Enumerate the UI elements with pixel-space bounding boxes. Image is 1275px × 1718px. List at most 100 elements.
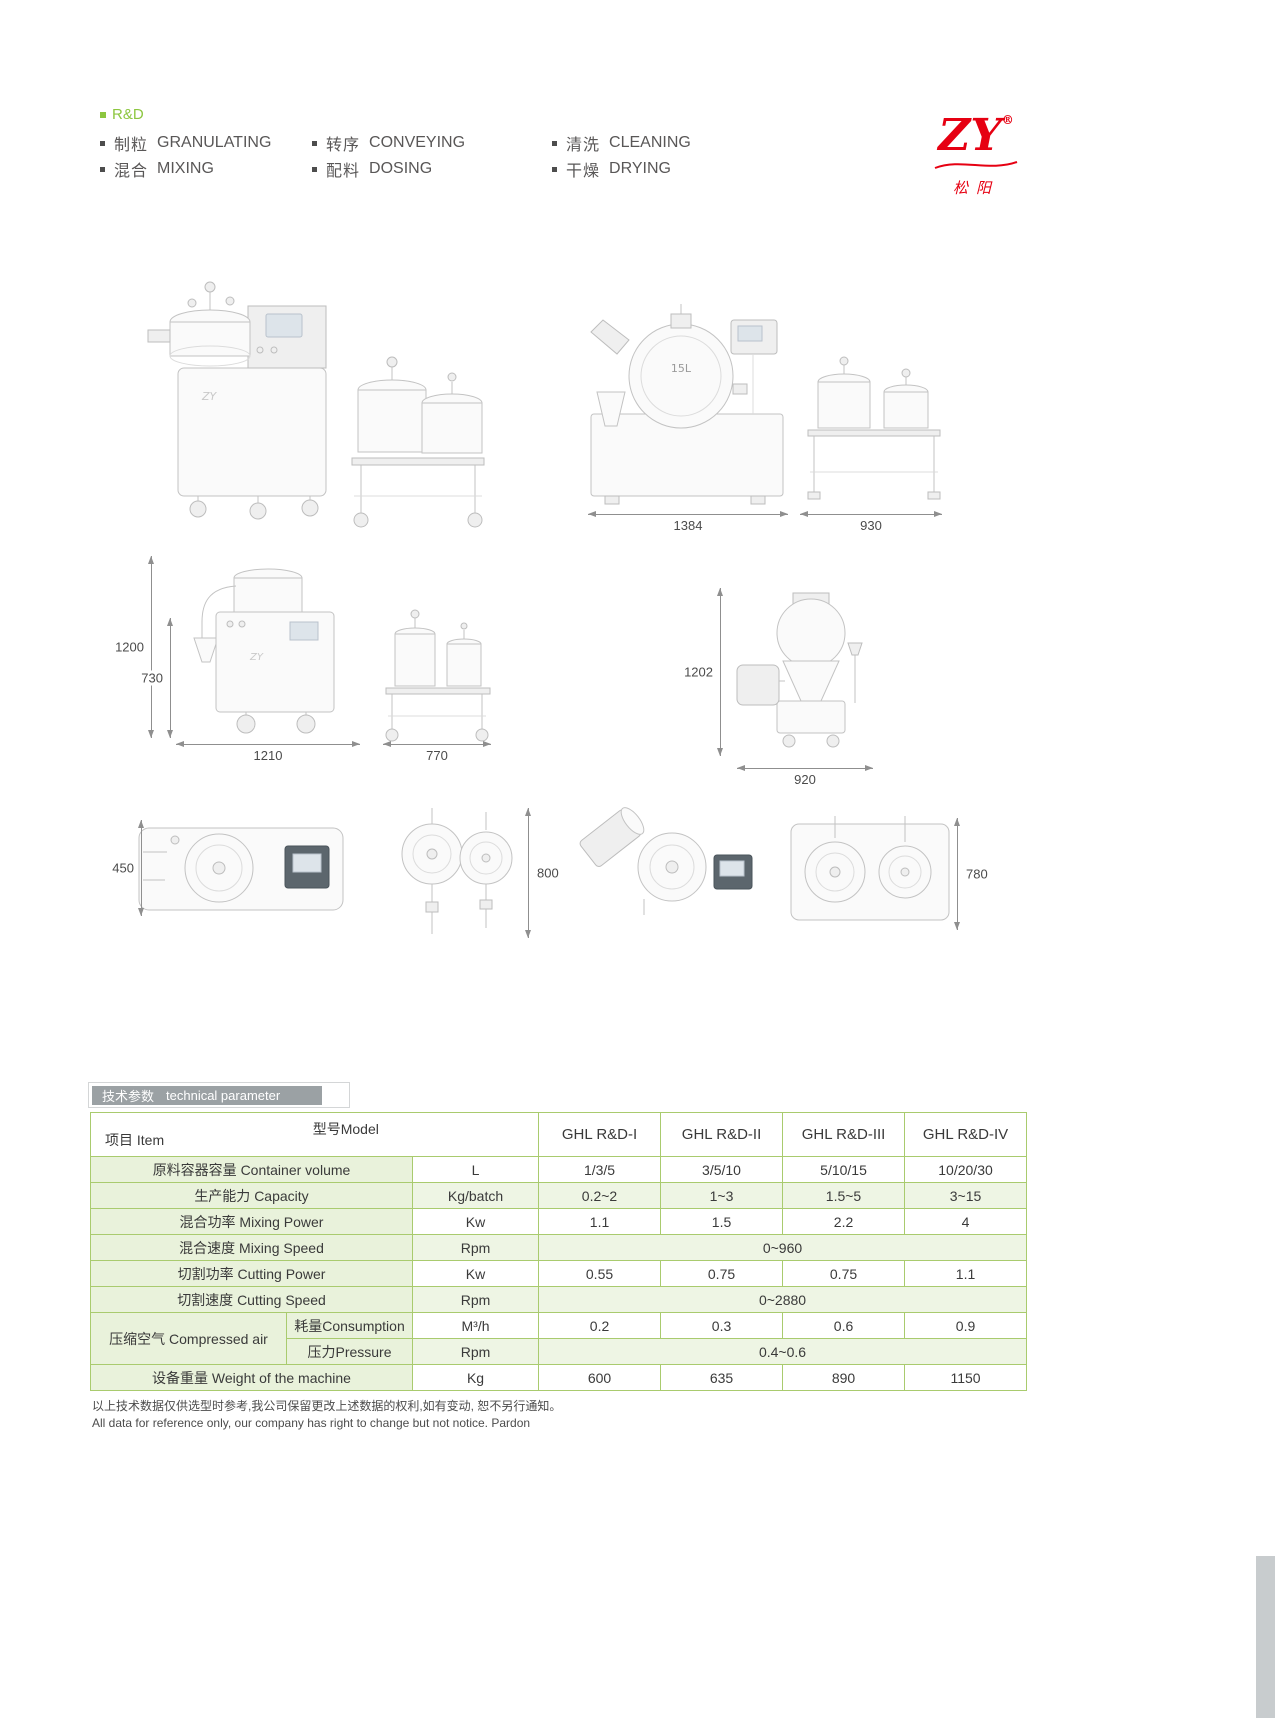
feature-mixing: 混合 MIXING — [100, 157, 214, 181]
dimension-920: 920 — [737, 765, 873, 787]
machine-zy-mark: ZY — [201, 390, 218, 403]
feature-en: DOSING — [369, 160, 433, 177]
dimension-1202: 1202 — [682, 588, 723, 756]
square-bullet-icon — [100, 140, 105, 146]
technical-parameter-table: 型号Model 项目 Item GHL R&D-I GHL R&D-II GHL… — [89, 1112, 1028, 1391]
row-value: 3/5/10 — [660, 1156, 784, 1183]
dimension-1200: 1200 — [113, 556, 154, 738]
feature-cn: 混合 — [114, 163, 149, 180]
row-value: 5/10/15 — [782, 1156, 906, 1183]
machine-drawing-top-view-1 — [138, 827, 344, 911]
table-row: 设备重量 Weight of the machine Kg 600 635 89… — [90, 1364, 1028, 1391]
row-unit: Kw — [411, 1208, 540, 1235]
feature-cn: 配料 — [326, 163, 361, 180]
machine-drawing-top-view-2 — [401, 808, 513, 934]
row-label: 混合速度 Mixing Speed — [90, 1234, 413, 1261]
model-column-header: GHL R&D-IV — [904, 1112, 1028, 1157]
logo-swoosh-icon — [934, 161, 1018, 169]
row-value: 0.9 — [904, 1312, 1028, 1339]
note-cn: 以上技术数据仅供选型时参考,我公司保留更改上述数据的权利,如有变动, 恕不另行通… — [92, 1399, 562, 1413]
page-edge-bar — [1256, 1556, 1275, 1718]
row-label: 切割速度 Cutting Speed — [90, 1286, 413, 1313]
dimension-label: 930 — [857, 518, 885, 533]
row-sub-label: 耗量Consumption — [286, 1312, 413, 1339]
model-column-header: GHL R&D-I — [538, 1112, 662, 1157]
feature-en: DRYING — [609, 160, 671, 177]
square-bullet-icon — [552, 166, 557, 172]
row-value: 890 — [782, 1364, 906, 1391]
square-bullet-icon — [312, 140, 317, 146]
footnotes: 以上技术数据仅供选型时参考,我公司保留更改上述数据的权利,如有变动, 恕不另行通… — [92, 1398, 992, 1433]
row-value: 0.2 — [538, 1312, 662, 1339]
row-unit: Rpm — [411, 1338, 540, 1365]
row-unit: Kw — [411, 1260, 540, 1287]
table-row: 生产能力 Capacity Kg/batch 0.2~2 1~3 1.5~5 3… — [90, 1182, 1028, 1209]
row-value: 0.55 — [538, 1260, 662, 1287]
row-group-label: 压缩空气 Compressed air — [90, 1312, 287, 1365]
row-value: 1.5 — [660, 1208, 784, 1235]
row-value: 1/3/5 — [538, 1156, 662, 1183]
model-column-header: GHL R&D-II — [660, 1112, 784, 1157]
dimension-730: 730 — [139, 618, 173, 738]
dimension-label: 1202 — [682, 664, 715, 680]
brand-logo-text: ZY® — [938, 110, 1014, 161]
row-value: 1150 — [904, 1364, 1028, 1391]
square-bullet-icon — [312, 166, 317, 172]
machine-drawing-vessel-stand — [807, 356, 941, 500]
feature-cn: 清洗 — [566, 137, 601, 154]
section-title-en: technical parameter — [166, 1088, 281, 1103]
table-row: 切割速度 Cutting Speed Rpm 0~2880 — [90, 1286, 1028, 1313]
dimension-label: 1200 — [113, 639, 146, 655]
row-value: 0.6 — [782, 1312, 906, 1339]
section-title-outline — [88, 1082, 350, 1108]
machine-drawing-side-left: ZY — [193, 568, 335, 734]
dimension-label: 450 — [110, 860, 136, 876]
dimension-1384: 1384 — [588, 511, 788, 533]
machine-drawing-granulator-perspective: ZY — [147, 281, 485, 528]
square-bullet-icon — [552, 140, 557, 146]
brand-logo: ZY® 松阳 — [928, 114, 1024, 198]
row-label: 混合功率 Mixing Power — [90, 1208, 413, 1235]
row-value-span: 0~2880 — [538, 1286, 1028, 1313]
feature-cn: 制粒 — [114, 137, 149, 154]
feature-granulating: 制粒 GRANULATING — [100, 131, 271, 155]
green-square-icon — [100, 111, 106, 118]
model-column-header: GHL R&D-III — [782, 1112, 906, 1157]
machine-zy-mark: ZY — [249, 652, 264, 663]
dimension-780: 780 — [954, 818, 990, 930]
row-unit: Kg — [411, 1364, 540, 1391]
row-value: 1~3 — [660, 1182, 784, 1209]
dimension-770: 770 — [383, 741, 491, 763]
feature-en: CLEANING — [609, 134, 691, 151]
machine-drawing-top-view-3 — [579, 807, 753, 915]
feature-drying: 干燥 DRYING — [552, 157, 671, 181]
row-value: 3~15 — [904, 1182, 1028, 1209]
note-en: All data for reference only, our company… — [92, 1416, 531, 1431]
row-value: 0.75 — [782, 1260, 906, 1287]
machine-drawing-vertical — [736, 592, 863, 748]
feature-en: MIXING — [157, 160, 214, 177]
row-value: 1.1 — [538, 1208, 662, 1235]
feature-dosing: 配料 DOSING — [312, 157, 432, 181]
rd-heading: R&D — [100, 106, 144, 123]
machine-drawing-top-view-4 — [790, 816, 950, 921]
table-corner-cell: 型号Model 项目 Item — [89, 1112, 540, 1157]
row-unit: M³/h — [411, 1312, 540, 1339]
dimension-label: 1210 — [250, 748, 286, 763]
dimension-930: 930 — [800, 511, 942, 533]
dimension-450: 450 — [110, 820, 144, 916]
table-row: 混合功率 Mixing Power Kw 1.1 1.5 2.2 4 — [90, 1208, 1028, 1235]
row-value: 0.3 — [660, 1312, 784, 1339]
brand-logo-script: 松阳 — [952, 180, 999, 197]
row-value-span: 0~960 — [538, 1234, 1028, 1261]
row-value: 1.1 — [904, 1260, 1028, 1287]
table-row: 混合速度 Mixing Speed Rpm 0~960 — [90, 1234, 1028, 1261]
row-sub-label: 压力Pressure — [286, 1338, 413, 1365]
section-title-cn: 技术参数 — [102, 1089, 155, 1104]
dimension-label: 920 — [791, 772, 819, 787]
vessel-size-label: 15L — [671, 362, 692, 375]
row-unit: Rpm — [411, 1234, 540, 1261]
row-label: 生产能力 Capacity — [90, 1182, 413, 1209]
model-header-label: 型号Model — [312, 1121, 379, 1137]
feature-en: GRANULATING — [157, 134, 272, 151]
